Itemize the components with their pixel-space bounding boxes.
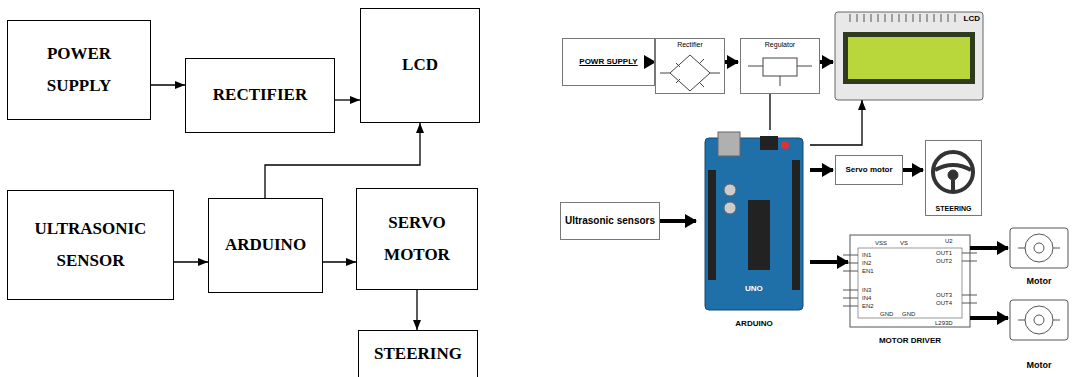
node-label: Ultrasonic sensors [565, 215, 655, 227]
connector-arrow [810, 100, 862, 145]
connector-arrow [660, 219, 696, 223]
lcd-pin-row [850, 14, 955, 22]
bridge-rectifier-symbol [660, 55, 720, 91]
node-label: Regulator [765, 41, 795, 49]
pin-name: GND [880, 311, 893, 317]
driver-pin-stubs [843, 253, 977, 306]
pin-name: U2 [945, 238, 953, 244]
node-label: Rectifier [677, 41, 703, 49]
connector-arrow [769, 94, 770, 130]
controller-box: ARDUINO [208, 198, 323, 293]
arduino-board-picture [705, 132, 803, 310]
process-box: POWER SUPPLY [7, 20, 151, 120]
node-label: ULTRASONIC SENSOR [14, 213, 167, 278]
motor-driver-chip [850, 235, 970, 327]
node-label: ARDUINO [735, 319, 772, 328]
sensor-box: ULTRASONIC SENSOR [7, 190, 174, 300]
connector-arrow [151, 84, 185, 85]
pin-name: OUT3 [936, 292, 952, 298]
display-box: LCD [360, 8, 480, 123]
pin-name: IN4 [862, 295, 871, 301]
node-label: Motor [1027, 276, 1052, 286]
pin-name: OUT1 [936, 250, 952, 256]
regulator-box: Regulator [740, 38, 820, 94]
pin-name: IN3 [862, 287, 871, 293]
regulator-symbol [748, 58, 812, 86]
lcd-module-picture [835, 12, 983, 100]
connector-arrow [903, 168, 923, 172]
node-label: MOTOR DRIVER [879, 336, 941, 345]
node-label: POWR SUPPLY [579, 57, 637, 66]
lcd-module: LCD [835, 12, 983, 100]
process-box: RECTIFIER [185, 58, 335, 133]
node-label: STEERING [936, 205, 972, 213]
pin-name: EN1 [862, 268, 874, 274]
output-box: STEERING [358, 330, 478, 377]
connector-arrow [335, 99, 360, 100]
connector-arrow [174, 261, 208, 262]
node-label: POWER SUPPLY [14, 38, 144, 103]
connector-arrow [970, 246, 1008, 250]
sensor-box: Ultrasonic sensors [560, 202, 660, 240]
arduino-board: ARDUINO [698, 130, 810, 330]
pin-name: EN2 [862, 303, 874, 309]
steering-box: STEERING [925, 140, 982, 216]
node-label: Servo motor [845, 165, 892, 174]
pin-name: VS [900, 240, 908, 246]
connector-arrow [323, 261, 356, 262]
pin-name: L293D [935, 320, 953, 326]
node-label: LCD [964, 14, 980, 23]
pin-name: IN2 [862, 260, 871, 266]
node-label: SERVO MOTOR [363, 207, 471, 272]
node-label: Motor [1027, 360, 1052, 370]
node-label: LCD [402, 49, 438, 81]
motor: Motor [1010, 300, 1068, 372]
connector-arrow [820, 60, 833, 64]
motor: Motor [1010, 228, 1068, 288]
board-name: UNO [745, 285, 763, 293]
pin-name: GND [902, 311, 915, 317]
pin-name: OUT4 [936, 300, 952, 306]
pin-name: OUT2 [936, 258, 952, 264]
actuator-box: SERVO MOTOR [356, 188, 478, 290]
pin-name: VSS [875, 240, 887, 246]
connector-arrow [725, 60, 738, 64]
rectifier-box: Rectifier [655, 38, 725, 94]
connector-arrow [970, 316, 1008, 320]
steering-wheel-icon [933, 152, 973, 192]
pin-name: IN1 [862, 252, 871, 258]
node-label: STEERING [374, 338, 462, 370]
node-label: ARDUINO [225, 229, 306, 261]
connector-arrow [265, 123, 420, 198]
supply-box: POWR SUPPLY [562, 38, 655, 86]
connector-arrow [810, 260, 848, 264]
connector-arrow [810, 168, 833, 172]
motor-symbol [1010, 228, 1068, 340]
node-label: RECTIFIER [213, 79, 307, 111]
servo-box: Servo motor [835, 155, 903, 185]
connector-arrow [416, 290, 417, 330]
